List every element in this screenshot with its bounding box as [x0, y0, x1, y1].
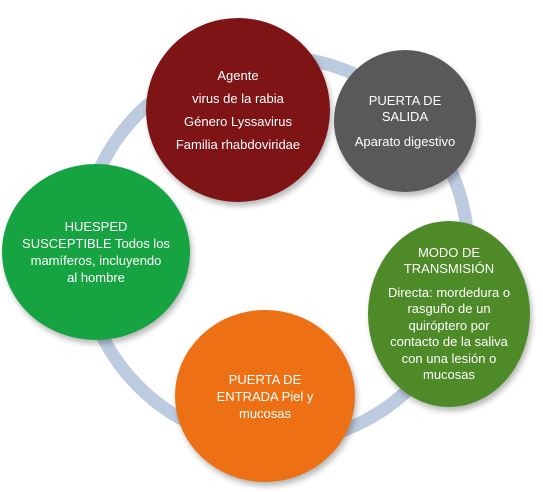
agent-node: Agente virus de la rabia Género Lyssavir… [146, 18, 330, 202]
host-line-2: SUSCEPTIBLE Todos los [22, 236, 170, 251]
exit-body: Aparato digestivo [354, 133, 456, 149]
exit-heading-2: SALIDA [381, 108, 429, 124]
mode-body-4: contacto de la saliva [390, 334, 508, 349]
mode-body-6: mucosas [422, 367, 476, 382]
entry-line-1: PUERTA DE [228, 371, 302, 387]
mode-body-5: con una lesión o [401, 350, 497, 366]
entry-line-3: mucosas [238, 405, 292, 421]
transmission-mode-node: MODO DE TRANSMISIÓN Directa: mordedura o… [368, 221, 530, 407]
host-line-1: HUESPED [64, 219, 128, 234]
mode-heading-2: TRANSMISIÓN [403, 260, 495, 276]
mode-heading-1: MODO DE [417, 244, 481, 260]
host-line-4: al hombre [67, 270, 125, 285]
exit-portal-node: PUERTA DE SALIDA Aparato digestivo [334, 50, 476, 192]
agent-virus: virus de la rabia [192, 91, 284, 106]
susceptible-host-node: HUESPED SUSCEPTIBLE Todos los mamíferos,… [2, 164, 190, 340]
host-line-3: mamíferos, incluyendo [30, 253, 162, 268]
entry-portal-node: PUERTA DE ENTRADA Piel y mucosas [175, 310, 355, 482]
mode-body-2: rasguño de un [407, 301, 491, 316]
agent-genus: Género Lyssavirus [184, 114, 292, 129]
exit-heading-1: PUERTA DE [368, 92, 442, 108]
entry-line-2: ENTRADA Piel y [216, 388, 314, 404]
agent-label: Agente [217, 68, 259, 83]
agent-family: Familia rhabdoviridae [175, 137, 301, 152]
mode-body-1: Directa: mordedura o [387, 284, 511, 300]
mode-body-3: quiróptero por [408, 317, 490, 333]
